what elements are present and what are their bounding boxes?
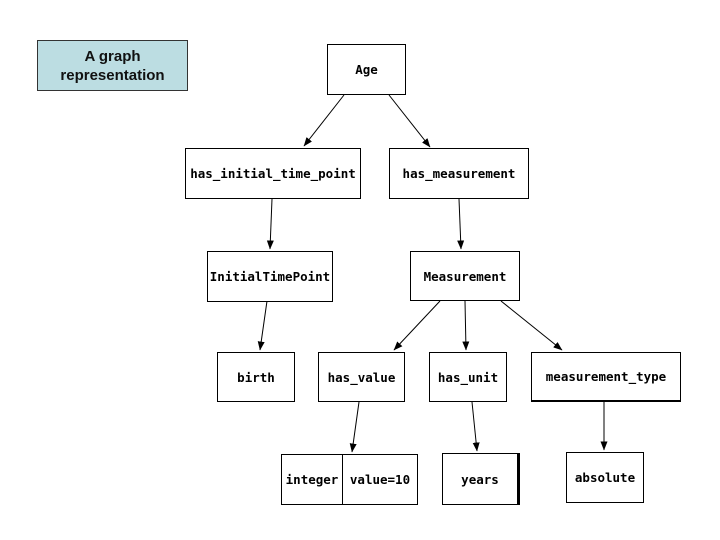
node-integer-value: integer value=10 <box>281 454 418 505</box>
node-initialtimepoint-label: InitialTimePoint <box>209 269 331 284</box>
edge-has-measurement-to-measurement <box>457 198 465 250</box>
edge-measurement-to-has-value <box>393 300 441 351</box>
edge-measurement-to-has-unit <box>462 300 470 351</box>
node-value-label: value=10 <box>349 472 411 487</box>
node-initialtimepoint: InitialTimePoint <box>207 251 333 302</box>
node-value-cell: value=10 <box>343 455 417 504</box>
node-birth-label: birth <box>237 369 275 385</box>
node-birth: birth <box>217 352 295 402</box>
node-has-initial-time-point-label: has_initial_time_point <box>190 166 356 181</box>
edge-measurement-to-measurement-type <box>500 300 563 351</box>
edge-age-to-has-initial-time-point <box>303 94 345 147</box>
node-measurement-label: Measurement <box>423 268 507 284</box>
node-absolute: absolute <box>566 452 644 503</box>
node-age-label: Age <box>355 62 378 77</box>
edge-age-to-has-measurement <box>388 94 431 148</box>
node-has-measurement-label: has_measurement <box>402 166 516 181</box>
node-years-label: years <box>461 471 499 487</box>
node-integer-cell: integer <box>282 455 343 504</box>
node-integer-label: integer <box>285 472 339 487</box>
node-age: Age <box>327 44 406 95</box>
edge-has-unit-to-years <box>471 401 480 452</box>
edge-initialtimepoint-to-birth <box>257 300 268 351</box>
node-has-measurement: has_measurement <box>389 148 529 199</box>
node-has-value: has_value <box>318 352 405 402</box>
node-has-unit-label: has_unit <box>437 369 499 385</box>
node-measurement-type-label: measurement_type <box>545 369 667 384</box>
edge-has-initial-time-point-to-initialtimepoint <box>266 198 274 250</box>
edge-has-value-to-value-node <box>349 401 360 453</box>
title-box: A graph representation <box>37 40 188 91</box>
node-has-value-label: has_value <box>327 369 396 385</box>
title-line-1: A graph <box>84 47 141 65</box>
node-years: years <box>442 453 520 505</box>
title-line-2: representation <box>60 66 165 84</box>
node-measurement-type: measurement_type <box>531 352 681 402</box>
node-measurement: Measurement <box>410 251 520 301</box>
node-absolute-label: absolute <box>574 470 636 485</box>
node-has-initial-time-point: has_initial_time_point <box>185 148 361 199</box>
node-has-unit: has_unit <box>429 352 507 402</box>
